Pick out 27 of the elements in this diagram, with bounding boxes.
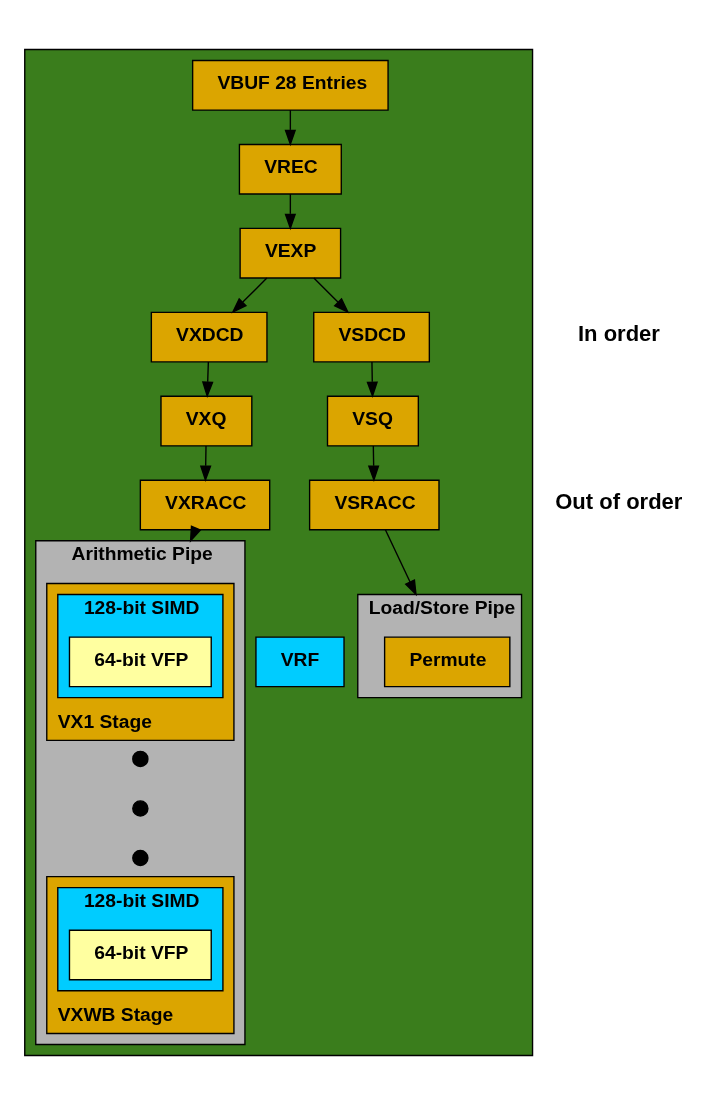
- node-box: Permute: [383, 636, 511, 688]
- node-box: VEXP: [239, 227, 342, 279]
- node-circle: [132, 800, 149, 817]
- arrow: [231, 277, 268, 314]
- node-circle: [132, 849, 149, 867]
- node-box: 64-bit VFP: [68, 636, 212, 688]
- node-box: VSDCD: [313, 311, 431, 363]
- node-box: VBUF 28 Entries: [191, 59, 389, 111]
- arrow: [384, 529, 417, 597]
- arrow: [313, 277, 350, 314]
- arrow: [201, 361, 214, 399]
- cluster: [24, 48, 534, 1057]
- arrow: [284, 109, 297, 147]
- arrow: [199, 445, 212, 483]
- node-box: VSQ: [326, 395, 420, 447]
- arrow: [284, 193, 297, 231]
- label: In order: [577, 320, 660, 346]
- node-circle: [132, 750, 149, 768]
- node-box: VRF: [255, 636, 345, 688]
- node-box: VSRACC: [308, 479, 440, 531]
- arrow: [367, 445, 380, 483]
- node-box: VXDCD: [150, 311, 268, 363]
- label: Out of order: [555, 488, 683, 514]
- node-box: 64-bit VFP: [68, 929, 212, 981]
- node-box: VXQ: [160, 395, 253, 447]
- node-box: VREC: [238, 143, 342, 195]
- arrow: [366, 361, 379, 399]
